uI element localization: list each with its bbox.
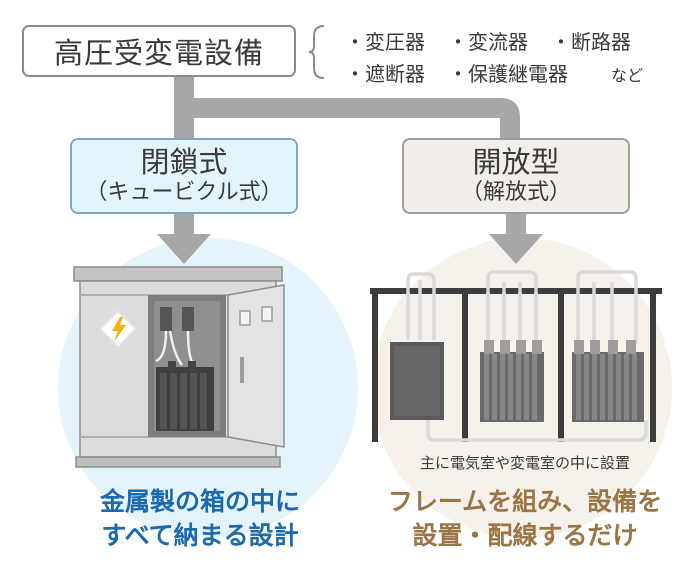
disconnect-switch xyxy=(160,307,172,331)
arrow-down-icon xyxy=(157,234,211,264)
component-etc: など xyxy=(611,66,644,85)
component-circuit-breaker: ・遮断器 xyxy=(345,62,425,86)
open-type-caption: フレームを組み、設備を 設置・配線するだけ xyxy=(350,485,700,553)
component-transformer: ・変圧器 xyxy=(345,30,425,54)
lightning-icon xyxy=(98,309,138,349)
open-type-box: 開放型 （解放式） xyxy=(402,138,630,214)
closed-type-title: 閉鎖式 xyxy=(140,145,228,179)
closed-type-box: 閉鎖式 （キュービクル式） xyxy=(70,138,298,214)
connector-trunk xyxy=(174,77,194,138)
cubicle-roof xyxy=(73,266,283,282)
frame-post xyxy=(650,288,656,442)
disconnect-switch xyxy=(182,307,194,331)
frame-post xyxy=(462,288,468,442)
closed-type-subtitle: （キュービクル式） xyxy=(85,180,283,205)
closed-type-caption: 金属製の箱の中に すべて納まる設計 xyxy=(20,485,380,553)
open-frame-illustration xyxy=(370,270,662,442)
arrow-down-icon xyxy=(489,234,543,264)
high-voltage-substation-box: 高圧受変電設備 xyxy=(22,25,296,77)
cubicle-illustration xyxy=(73,266,285,468)
bracket-icon xyxy=(308,25,325,79)
equipment-bank xyxy=(572,340,644,422)
cubicle-base xyxy=(75,456,281,468)
open-type-title: 開放型 xyxy=(472,145,560,179)
component-protective-relay: ・保護継電器 xyxy=(448,62,568,86)
connector-left-stem xyxy=(174,214,194,236)
connector-branch xyxy=(174,98,520,138)
open-type-caption-line1: フレームを組み、設備を xyxy=(387,487,663,516)
frame-top-beam xyxy=(370,288,662,294)
installation-note: 主に電気室や変電室の中に設置 xyxy=(419,454,630,472)
connector-right-stem xyxy=(506,214,526,236)
component-disconnector: ・断路器 xyxy=(551,30,631,54)
component-current-transformer: ・変流器 xyxy=(448,30,528,54)
frame-post xyxy=(372,288,378,442)
top-title: 高圧受変電設備 xyxy=(53,36,264,70)
equipment-bank xyxy=(480,340,544,422)
closed-type-caption-line2: すべて納まる設計 xyxy=(101,521,299,550)
open-type-caption-line2: 設置・配線するだけ xyxy=(412,521,638,550)
closed-type-caption-line1: 金属製の箱の中に xyxy=(99,487,300,516)
cubicle-door xyxy=(227,284,285,448)
open-type-subtitle: （解放式） xyxy=(460,180,571,205)
frame-post xyxy=(558,288,564,442)
